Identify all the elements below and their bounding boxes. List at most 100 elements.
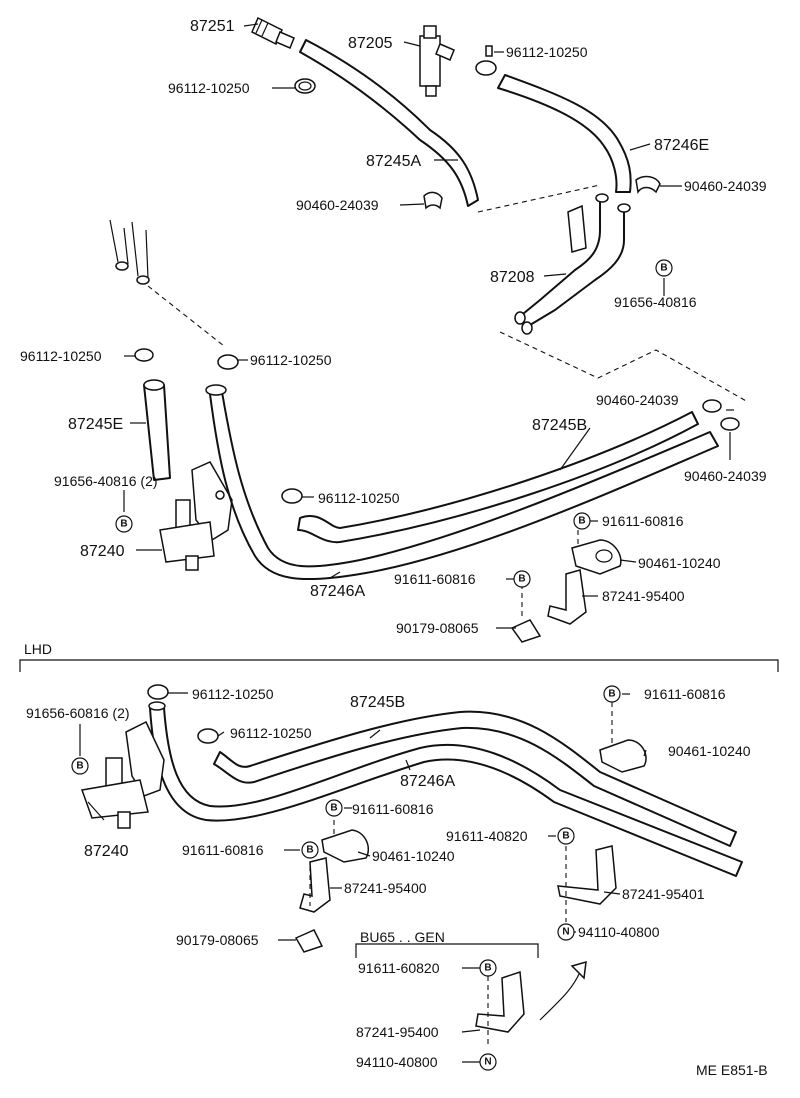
- clamp-96112-hose: [281, 488, 303, 504]
- svg-text:B: B: [518, 574, 525, 585]
- label-91656-b: 91656-40816 (2): [54, 473, 158, 489]
- bracket-87241-lhd-mid: [299, 857, 331, 913]
- label-91611-a: 91611-60816: [602, 513, 684, 529]
- label-87241-c: 87241-95401: [622, 886, 705, 902]
- svg-text:B: B: [76, 761, 83, 772]
- label-87205: 87205: [348, 35, 393, 52]
- badge-b-91611-lhd-right: B: [603, 685, 621, 703]
- bracket-87241-upper: [547, 569, 587, 625]
- hose-87245e: [143, 384, 171, 481]
- label-91611-e: 91611-40820: [446, 828, 528, 844]
- bracket-90461-lhd-mid: [321, 829, 370, 863]
- nut-90179-lhd: [294, 929, 324, 953]
- hose-87246a-upper: [209, 391, 719, 581]
- clamp-96112-top-right: [475, 45, 497, 76]
- fitting-87251: [251, 16, 295, 49]
- label-91611-f: 91611-60816: [182, 842, 264, 858]
- label-87241-b: 87241-95400: [344, 880, 427, 896]
- label-91656-a: 91656-40816: [614, 294, 697, 310]
- arrow-bu65: [539, 971, 581, 1021]
- svg-text:B: B: [660, 263, 667, 274]
- clamp-90460-upper-right: [702, 399, 740, 431]
- badge-b-91611-lhd-left: B: [301, 841, 319, 859]
- svg-text:B: B: [330, 803, 337, 814]
- label-90460-b: 90460-24039: [684, 178, 767, 194]
- label-87245b-lhd: 87245B: [350, 694, 405, 711]
- bracket-87241-bu65: [475, 970, 525, 1033]
- label-87246a: 87246A: [310, 583, 365, 600]
- svg-text:B: B: [120, 519, 127, 530]
- label-96112-e: 96112-10250: [318, 490, 400, 506]
- lhd-bracket-line: [19, 659, 779, 672]
- svg-text:B: B: [562, 831, 569, 842]
- label-91611-g: 91611-60820: [358, 960, 440, 976]
- badge-b-91611-upper-2: B: [513, 570, 531, 588]
- hose-ends-top-left: [109, 219, 150, 285]
- clamp-90460-right: [635, 175, 661, 194]
- clamp-96112-lhd-a: [147, 684, 169, 700]
- label-90461-c: 90461-10240: [372, 848, 455, 864]
- hose-87246e: [497, 74, 632, 193]
- label-90460-d: 90460-24039: [684, 468, 767, 484]
- hose-87245b-upper: [297, 411, 699, 544]
- label-87246a-lhd: 87246A: [400, 773, 455, 790]
- clamp-96112-top-left: [294, 78, 316, 94]
- svg-text:N: N: [562, 927, 569, 938]
- label-reference-code: ME E851-B: [696, 1062, 768, 1078]
- svg-text:B: B: [578, 516, 585, 527]
- hose-87246a-lhd: [149, 707, 743, 877]
- bracket-87241-lhd-right: [557, 845, 617, 905]
- label-lhd: LHD: [24, 641, 52, 657]
- label-90460-a: 90460-24039: [296, 197, 379, 213]
- label-90460-c: 90460-24039: [596, 392, 679, 408]
- tee-87205: [419, 25, 455, 97]
- label-94110-b: 94110-40800: [356, 1054, 438, 1070]
- bracket-90461-upper: [571, 539, 622, 575]
- clamp-96112-lhd-b: [197, 728, 219, 744]
- nut-90179-upper: [510, 619, 542, 643]
- label-87245e: 87245E: [68, 416, 123, 433]
- bracket-90461-lhd-right: [599, 739, 647, 773]
- valve-87240-lhd: [80, 720, 165, 829]
- label-87251: 87251: [190, 18, 235, 35]
- svg-text:B: B: [484, 963, 491, 974]
- clamp-96112-mid-left: [134, 348, 154, 362]
- valve-87240-upper: [159, 461, 233, 571]
- label-91611-d: 91611-60816: [352, 801, 434, 817]
- svg-text:B: B: [608, 689, 615, 700]
- pipe-assembly-87208: [514, 193, 631, 335]
- label-96112-g: 96112-10250: [230, 725, 312, 741]
- clamp-96112-mid: [217, 354, 239, 370]
- label-91611-c: 91611-60816: [644, 686, 726, 702]
- hose-87245b-lhd: [213, 710, 737, 847]
- label-91656-c: 91656-60816 (2): [26, 705, 130, 721]
- badge-b-91611-upper: B: [573, 512, 591, 530]
- label-87240-b: 87240: [84, 843, 129, 860]
- svg-text:N: N: [484, 1057, 491, 1068]
- badge-n-94110-lhd: N: [557, 923, 575, 941]
- label-96112-c: 96112-10250: [20, 348, 102, 364]
- label-91611-b: 91611-60816: [394, 571, 476, 587]
- label-94110-a: 94110-40800: [578, 924, 660, 940]
- badge-b-91611-lhd-mid: B: [325, 799, 343, 817]
- label-87240-a: 87240: [80, 543, 125, 560]
- label-96112-d: 96112-10250: [250, 352, 332, 368]
- label-96112-f: 96112-10250: [192, 686, 274, 702]
- label-90461-b: 90461-10240: [668, 743, 751, 759]
- badge-b-91611-40820: B: [557, 827, 575, 845]
- label-bu65-gen: BU65 . . GEN: [360, 929, 445, 945]
- badge-b-91656-lhd: B: [71, 757, 89, 775]
- label-87245a: 87245A: [366, 153, 421, 170]
- badge-n-94110-bu65: N: [479, 1053, 497, 1071]
- badge-b-91656-upper: B: [655, 259, 673, 277]
- label-90461-a: 90461-10240: [638, 555, 721, 571]
- badge-b-91656-valve: B: [115, 515, 133, 533]
- label-90179-a: 90179-08065: [396, 620, 479, 636]
- bu65-bracket-line: [355, 943, 539, 958]
- label-87245b: 87245B: [532, 417, 587, 434]
- badge-b-91611-bu65: B: [479, 959, 497, 977]
- label-96112-b: 96112-10250: [168, 80, 250, 96]
- label-90179-b: 90179-08065: [176, 932, 259, 948]
